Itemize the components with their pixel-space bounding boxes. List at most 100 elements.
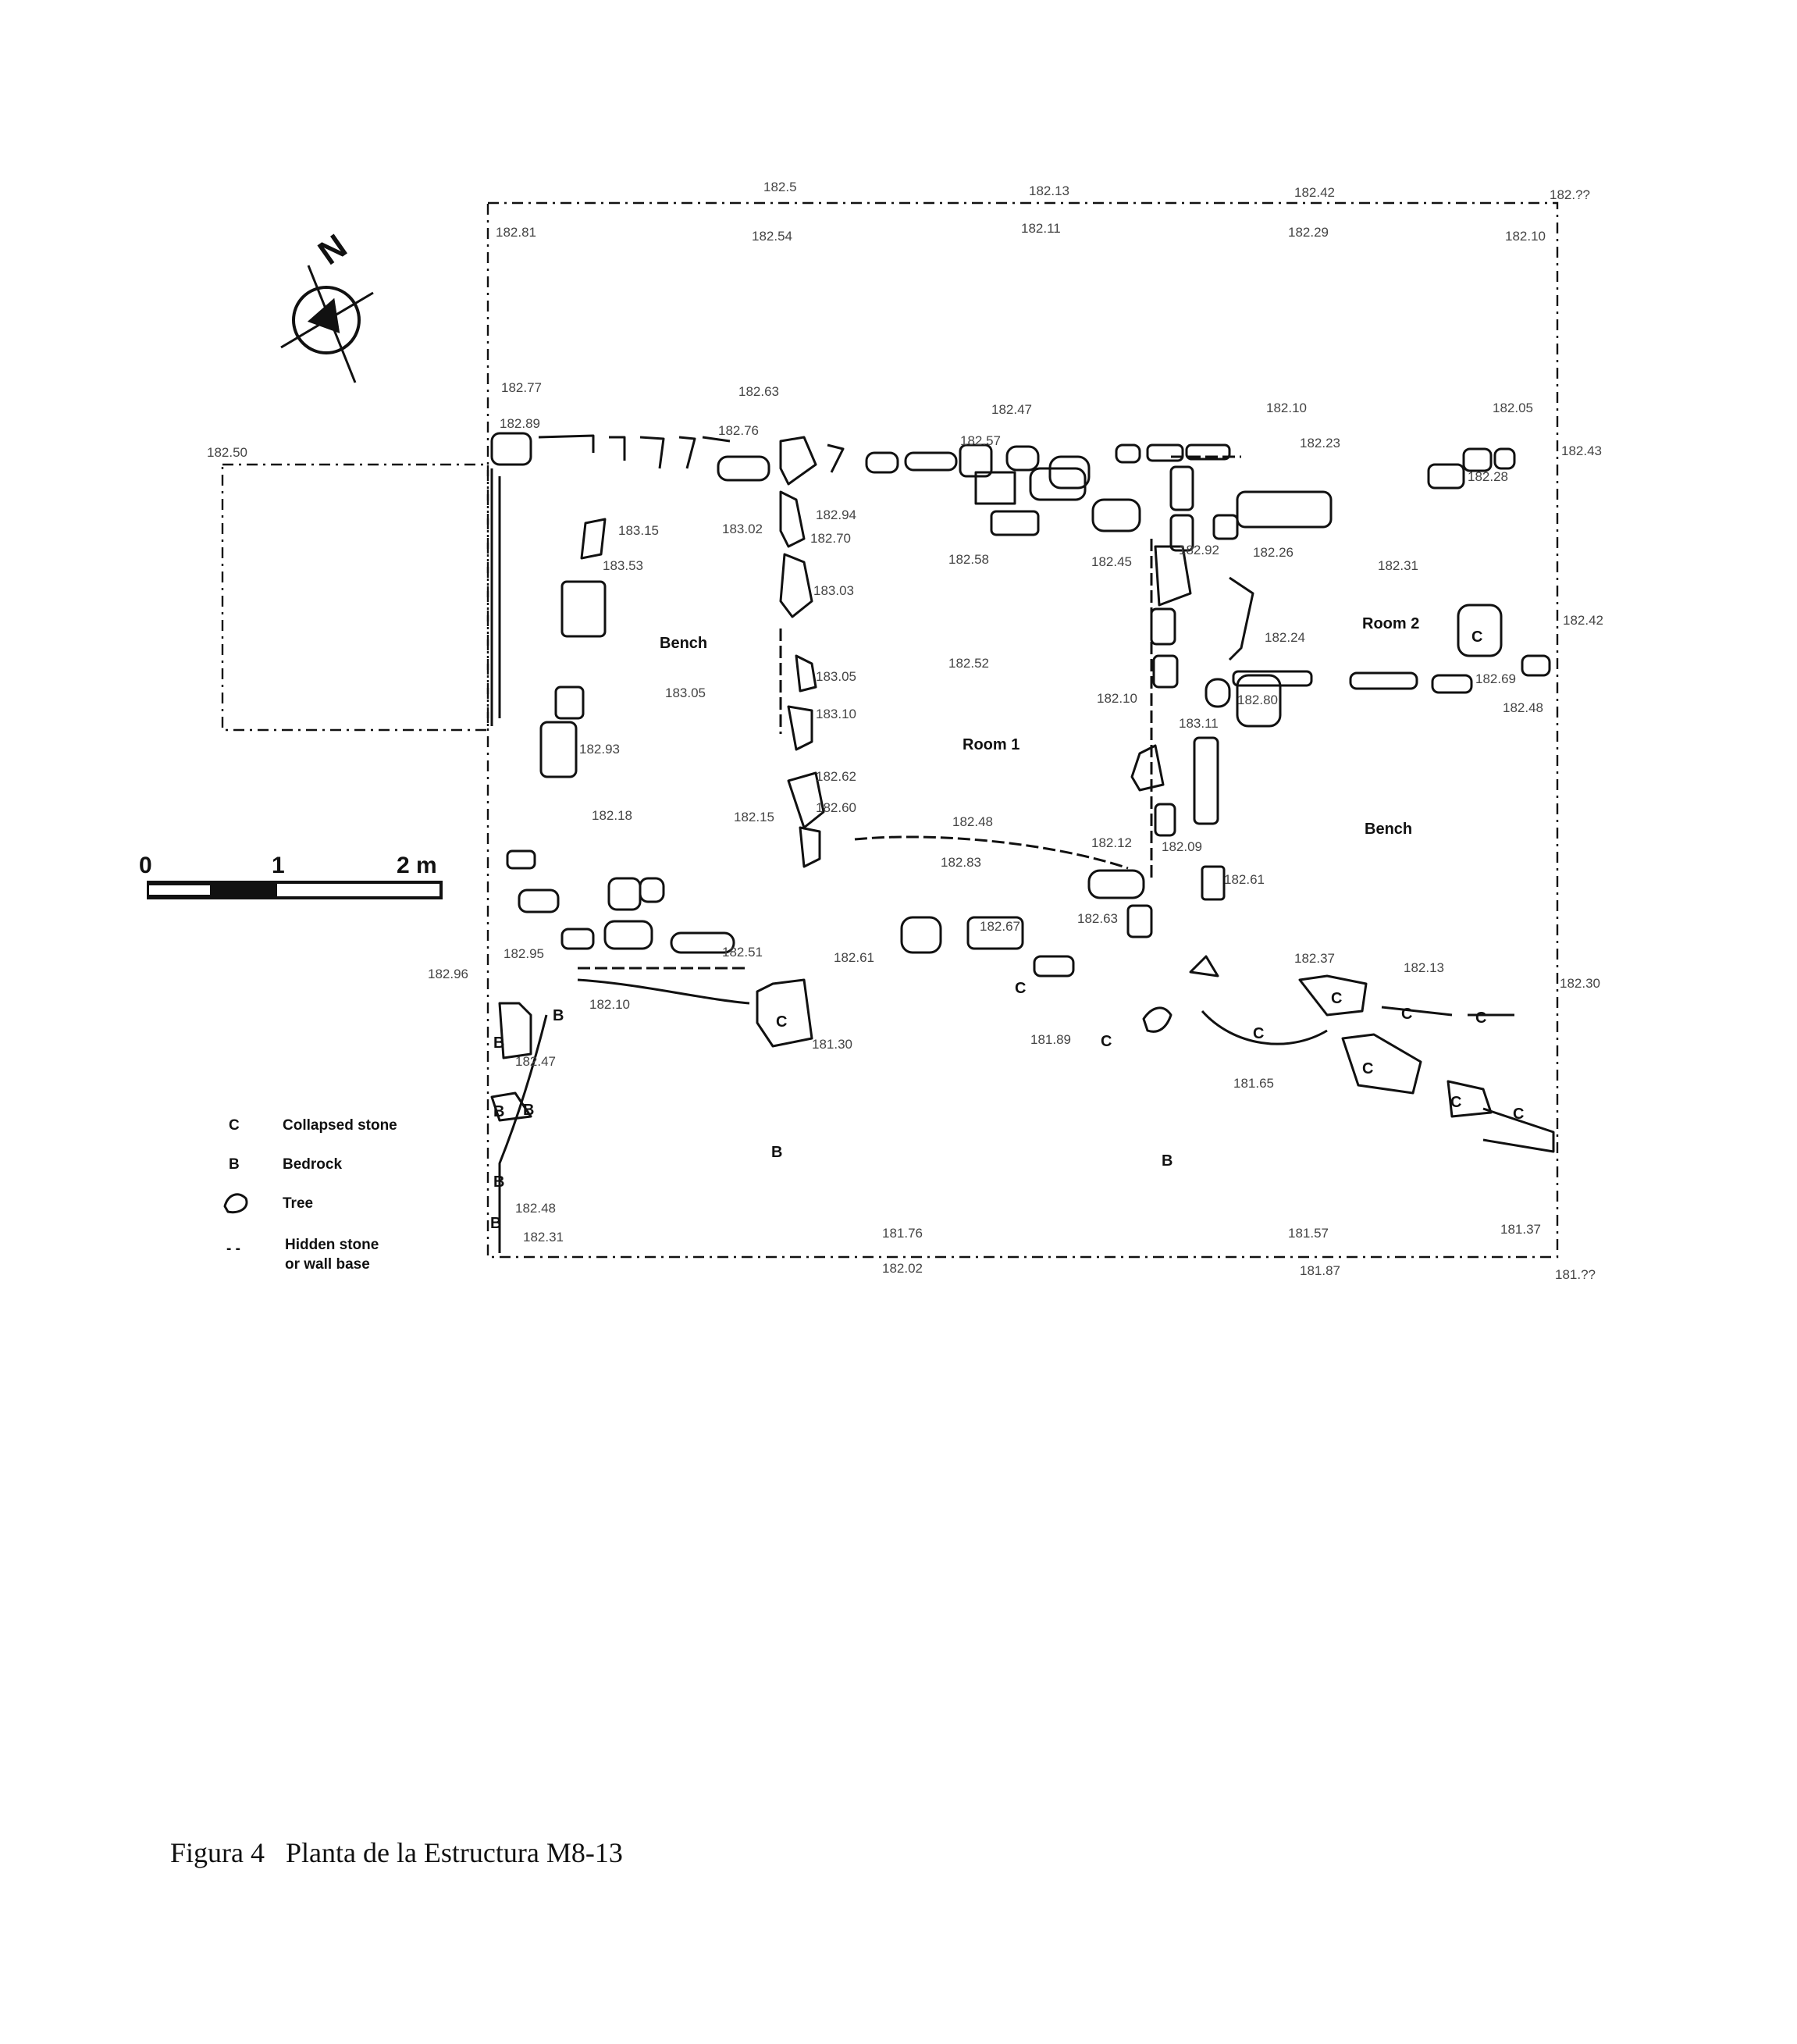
- western-extension-boundary: [221, 463, 489, 732]
- svg-text:182.93: 182.93: [579, 742, 620, 757]
- south-stones: [490, 849, 1555, 1153]
- svg-text:182.09: 182.09: [1162, 839, 1202, 854]
- svg-text:183.11: 183.11: [1179, 716, 1219, 731]
- svg-text:182.52: 182.52: [948, 656, 989, 671]
- scale-label-0: 0: [139, 853, 152, 878]
- legend: C Collapsed stone B Bedrock Tree - - Hid…: [223, 1117, 397, 1273]
- svg-text:182.10: 182.10: [589, 997, 630, 1012]
- svg-text:B: B: [493, 1103, 504, 1120]
- svg-text:183.53: 183.53: [603, 558, 643, 573]
- svg-text:181.76: 181.76: [882, 1226, 923, 1241]
- svg-text:181.87: 181.87: [1300, 1263, 1340, 1278]
- svg-text:182.48: 182.48: [1503, 700, 1543, 715]
- svg-text:C: C: [1475, 1010, 1486, 1027]
- svg-text:C: C: [1401, 1006, 1412, 1023]
- svg-text:183.02: 183.02: [722, 522, 763, 536]
- room1-label: Room 1: [963, 736, 1019, 753]
- legend-hidden-text-2: or wall base: [285, 1256, 370, 1273]
- west-wall: [490, 468, 501, 726]
- svg-text:182.??: 182.??: [1550, 187, 1590, 202]
- svg-text:182.37: 182.37: [1294, 951, 1335, 966]
- svg-text:B: B: [1162, 1152, 1172, 1170]
- svg-text:B: B: [771, 1144, 782, 1161]
- north-label: N: [311, 227, 354, 272]
- svg-text:C: C: [1015, 980, 1026, 997]
- svg-text:182.60: 182.60: [816, 800, 856, 815]
- svg-text:182.95: 182.95: [504, 946, 544, 961]
- svg-text:182.30: 182.30: [1560, 976, 1600, 991]
- svg-text:182.69: 182.69: [1475, 671, 1516, 686]
- legend-c-text: Collapsed stone: [283, 1117, 397, 1134]
- svg-text:182.05: 182.05: [1493, 401, 1533, 415]
- svg-text:183.10: 183.10: [816, 707, 856, 721]
- svg-text:183.05: 183.05: [665, 685, 706, 700]
- svg-text:181.??: 181.??: [1555, 1267, 1596, 1282]
- svg-text:B: B: [523, 1102, 534, 1119]
- room2-label: Room 2: [1362, 615, 1419, 632]
- legend-b-text: Bedrock: [283, 1156, 342, 1173]
- svg-text:182.96: 182.96: [428, 967, 468, 981]
- svg-text:181.37: 181.37: [1500, 1222, 1541, 1237]
- svg-text:182.57: 182.57: [960, 433, 1001, 448]
- svg-text:182.10: 182.10: [1505, 229, 1546, 244]
- svg-text:182.80: 182.80: [1237, 693, 1278, 707]
- svg-text:182.28: 182.28: [1468, 469, 1508, 484]
- svg-text:C: C: [1450, 1094, 1461, 1111]
- svg-text:182.13: 182.13: [1404, 960, 1444, 975]
- svg-text:182.61: 182.61: [834, 950, 874, 965]
- legend-tree-text: Tree: [283, 1195, 313, 1212]
- svg-text:182.50: 182.50: [207, 445, 247, 460]
- svg-text:182.67: 182.67: [980, 919, 1020, 934]
- legend-hidden-text-1: Hidden stone: [285, 1237, 379, 1253]
- svg-text:182.63: 182.63: [1077, 911, 1118, 926]
- svg-text:182.18: 182.18: [592, 808, 632, 823]
- svg-text:182.94: 182.94: [816, 507, 856, 522]
- svg-text:182.63: 182.63: [738, 384, 779, 399]
- svg-text:183.05: 183.05: [816, 669, 856, 684]
- svg-text:B: B: [493, 1034, 504, 1052]
- svg-text:C: C: [1513, 1106, 1524, 1123]
- svg-text:182.10: 182.10: [1097, 691, 1137, 706]
- svg-text:182.11: 182.11: [1021, 221, 1061, 236]
- svg-text:182.76: 182.76: [718, 423, 759, 438]
- svg-text:182.45: 182.45: [1091, 554, 1132, 569]
- svg-text:B: B: [490, 1215, 501, 1232]
- svg-text:182.24: 182.24: [1265, 630, 1305, 645]
- svg-text:C: C: [1253, 1025, 1264, 1042]
- svg-text:182.54: 182.54: [752, 229, 792, 244]
- svg-text:182.51: 182.51: [722, 945, 763, 960]
- svg-text:C: C: [1331, 990, 1342, 1007]
- bench-label: Bench: [660, 635, 707, 652]
- svg-text:182.47: 182.47: [515, 1054, 556, 1069]
- svg-text:182.48: 182.48: [515, 1201, 556, 1216]
- scale-bar: 0 1 2 m: [139, 853, 443, 899]
- svg-text:182.02: 182.02: [882, 1261, 923, 1276]
- svg-text:182.31: 182.31: [1378, 558, 1418, 573]
- svg-text:182.58: 182.58: [948, 552, 989, 567]
- figure-caption: Figura 4 Planta de la Estructura M8-13: [170, 1837, 623, 1868]
- room1-stones: [539, 490, 1226, 901]
- bedrock-codes: B B B B B B B B: [490, 1007, 1172, 1232]
- svg-text:181.65: 181.65: [1233, 1076, 1274, 1091]
- scale-label-2: 2 m: [397, 853, 437, 878]
- north-arrow-icon: N: [280, 227, 374, 383]
- room2-stones: [1205, 576, 1551, 728]
- legend-b-key: B: [229, 1156, 240, 1173]
- svg-text:182.42: 182.42: [1294, 185, 1335, 200]
- svg-text:183.15: 183.15: [618, 523, 659, 538]
- svg-text:C: C: [776, 1013, 787, 1031]
- bench2-label: Bench: [1365, 821, 1412, 838]
- elevation-labels-east: 182.23 182.28 182.43 182.92 182.26 182.3…: [1179, 436, 1603, 887]
- elevation-labels-center: 182.57 182.58 182.45 182.52 182.10 182.4…: [592, 433, 1202, 870]
- svg-text:182.61: 182.61: [1224, 872, 1265, 887]
- svg-text:182.77: 182.77: [501, 380, 542, 395]
- svg-text:181.89: 181.89: [1030, 1032, 1071, 1047]
- svg-text:182.48: 182.48: [952, 814, 993, 829]
- svg-text:182.92: 182.92: [1179, 543, 1219, 557]
- svg-text:183.03: 183.03: [813, 583, 854, 598]
- tree-icon: [1142, 1006, 1172, 1033]
- svg-text:B: B: [553, 1007, 564, 1024]
- elevation-labels-south: 182.37 182.13 182.30 182.10 181.30 181.8…: [428, 911, 1600, 1282]
- svg-text:182.31: 182.31: [523, 1230, 564, 1245]
